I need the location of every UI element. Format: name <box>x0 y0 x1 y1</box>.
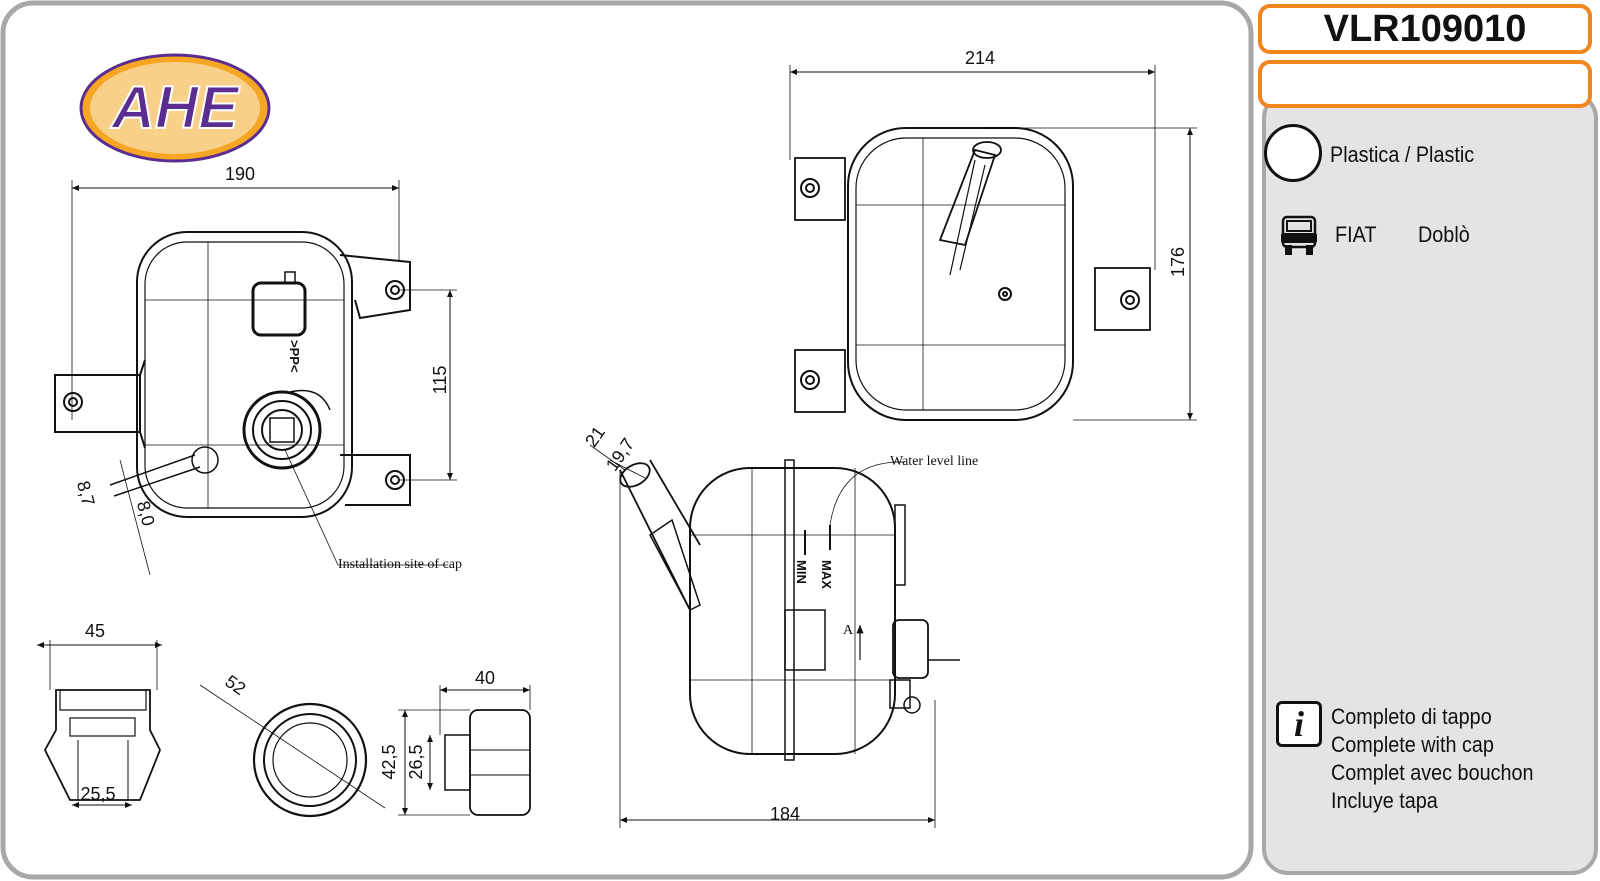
dim-top-width: 190 <box>225 164 255 184</box>
technical-drawing: AHE <box>0 0 1254 880</box>
right-view <box>789 65 1197 421</box>
vehicle-make: FIAT <box>1335 222 1377 247</box>
top-view <box>54 180 457 576</box>
ring-view <box>199 684 386 818</box>
drawing-frame <box>0 0 1254 880</box>
dim-top-height: 115 <box>430 366 450 395</box>
info-panel: VLR109010 <box>1258 0 1600 881</box>
dim-right-height: 176 <box>1168 247 1188 277</box>
material-label: Plastica / Plastic <box>1330 142 1475 167</box>
logo-text: AHE <box>110 74 241 141</box>
car-front-icon <box>1281 215 1317 255</box>
vehicle-model: Doblò <box>1418 222 1470 247</box>
dim-right-width: 214 <box>965 48 995 68</box>
label-cap-site: Installation site of cap <box>338 557 462 572</box>
label-section-a: A <box>843 623 854 638</box>
circle-icon <box>1264 124 1322 182</box>
label-water-level: Water level line <box>890 454 978 469</box>
part-extra-box <box>1258 60 1592 108</box>
part-number-box: VLR109010 <box>1258 4 1592 54</box>
cap-section-view <box>37 640 162 808</box>
note-line-en: Complete with cap <box>1331 732 1494 757</box>
ahe-logo: AHE <box>79 53 271 163</box>
dim-cap-width: 45 <box>85 621 105 641</box>
note-line-es: Incluye tapa <box>1331 788 1438 813</box>
dim-ring-height: 42,5 <box>379 744 399 779</box>
note-line-it: Completo di tappo <box>1331 704 1492 729</box>
side-view <box>589 444 960 828</box>
dim-cap-side-width: 40 <box>475 668 495 688</box>
dim-cap-side-height: 26,5 <box>406 744 426 779</box>
label-min: MIN <box>794 560 809 584</box>
note-line-fr: Complet avec bouchon <box>1331 760 1534 785</box>
label-material-code: >PP< <box>287 340 302 373</box>
part-number: VLR109010 <box>1323 7 1527 50</box>
label-max: MAX <box>819 560 834 589</box>
dim-side-width: 184 <box>770 804 800 824</box>
drawing-panel: AHE <box>0 0 1254 880</box>
dim-cap-inner: 25,5 <box>80 784 115 804</box>
cap-side-view <box>398 685 531 816</box>
info-icon: i <box>1276 701 1322 747</box>
